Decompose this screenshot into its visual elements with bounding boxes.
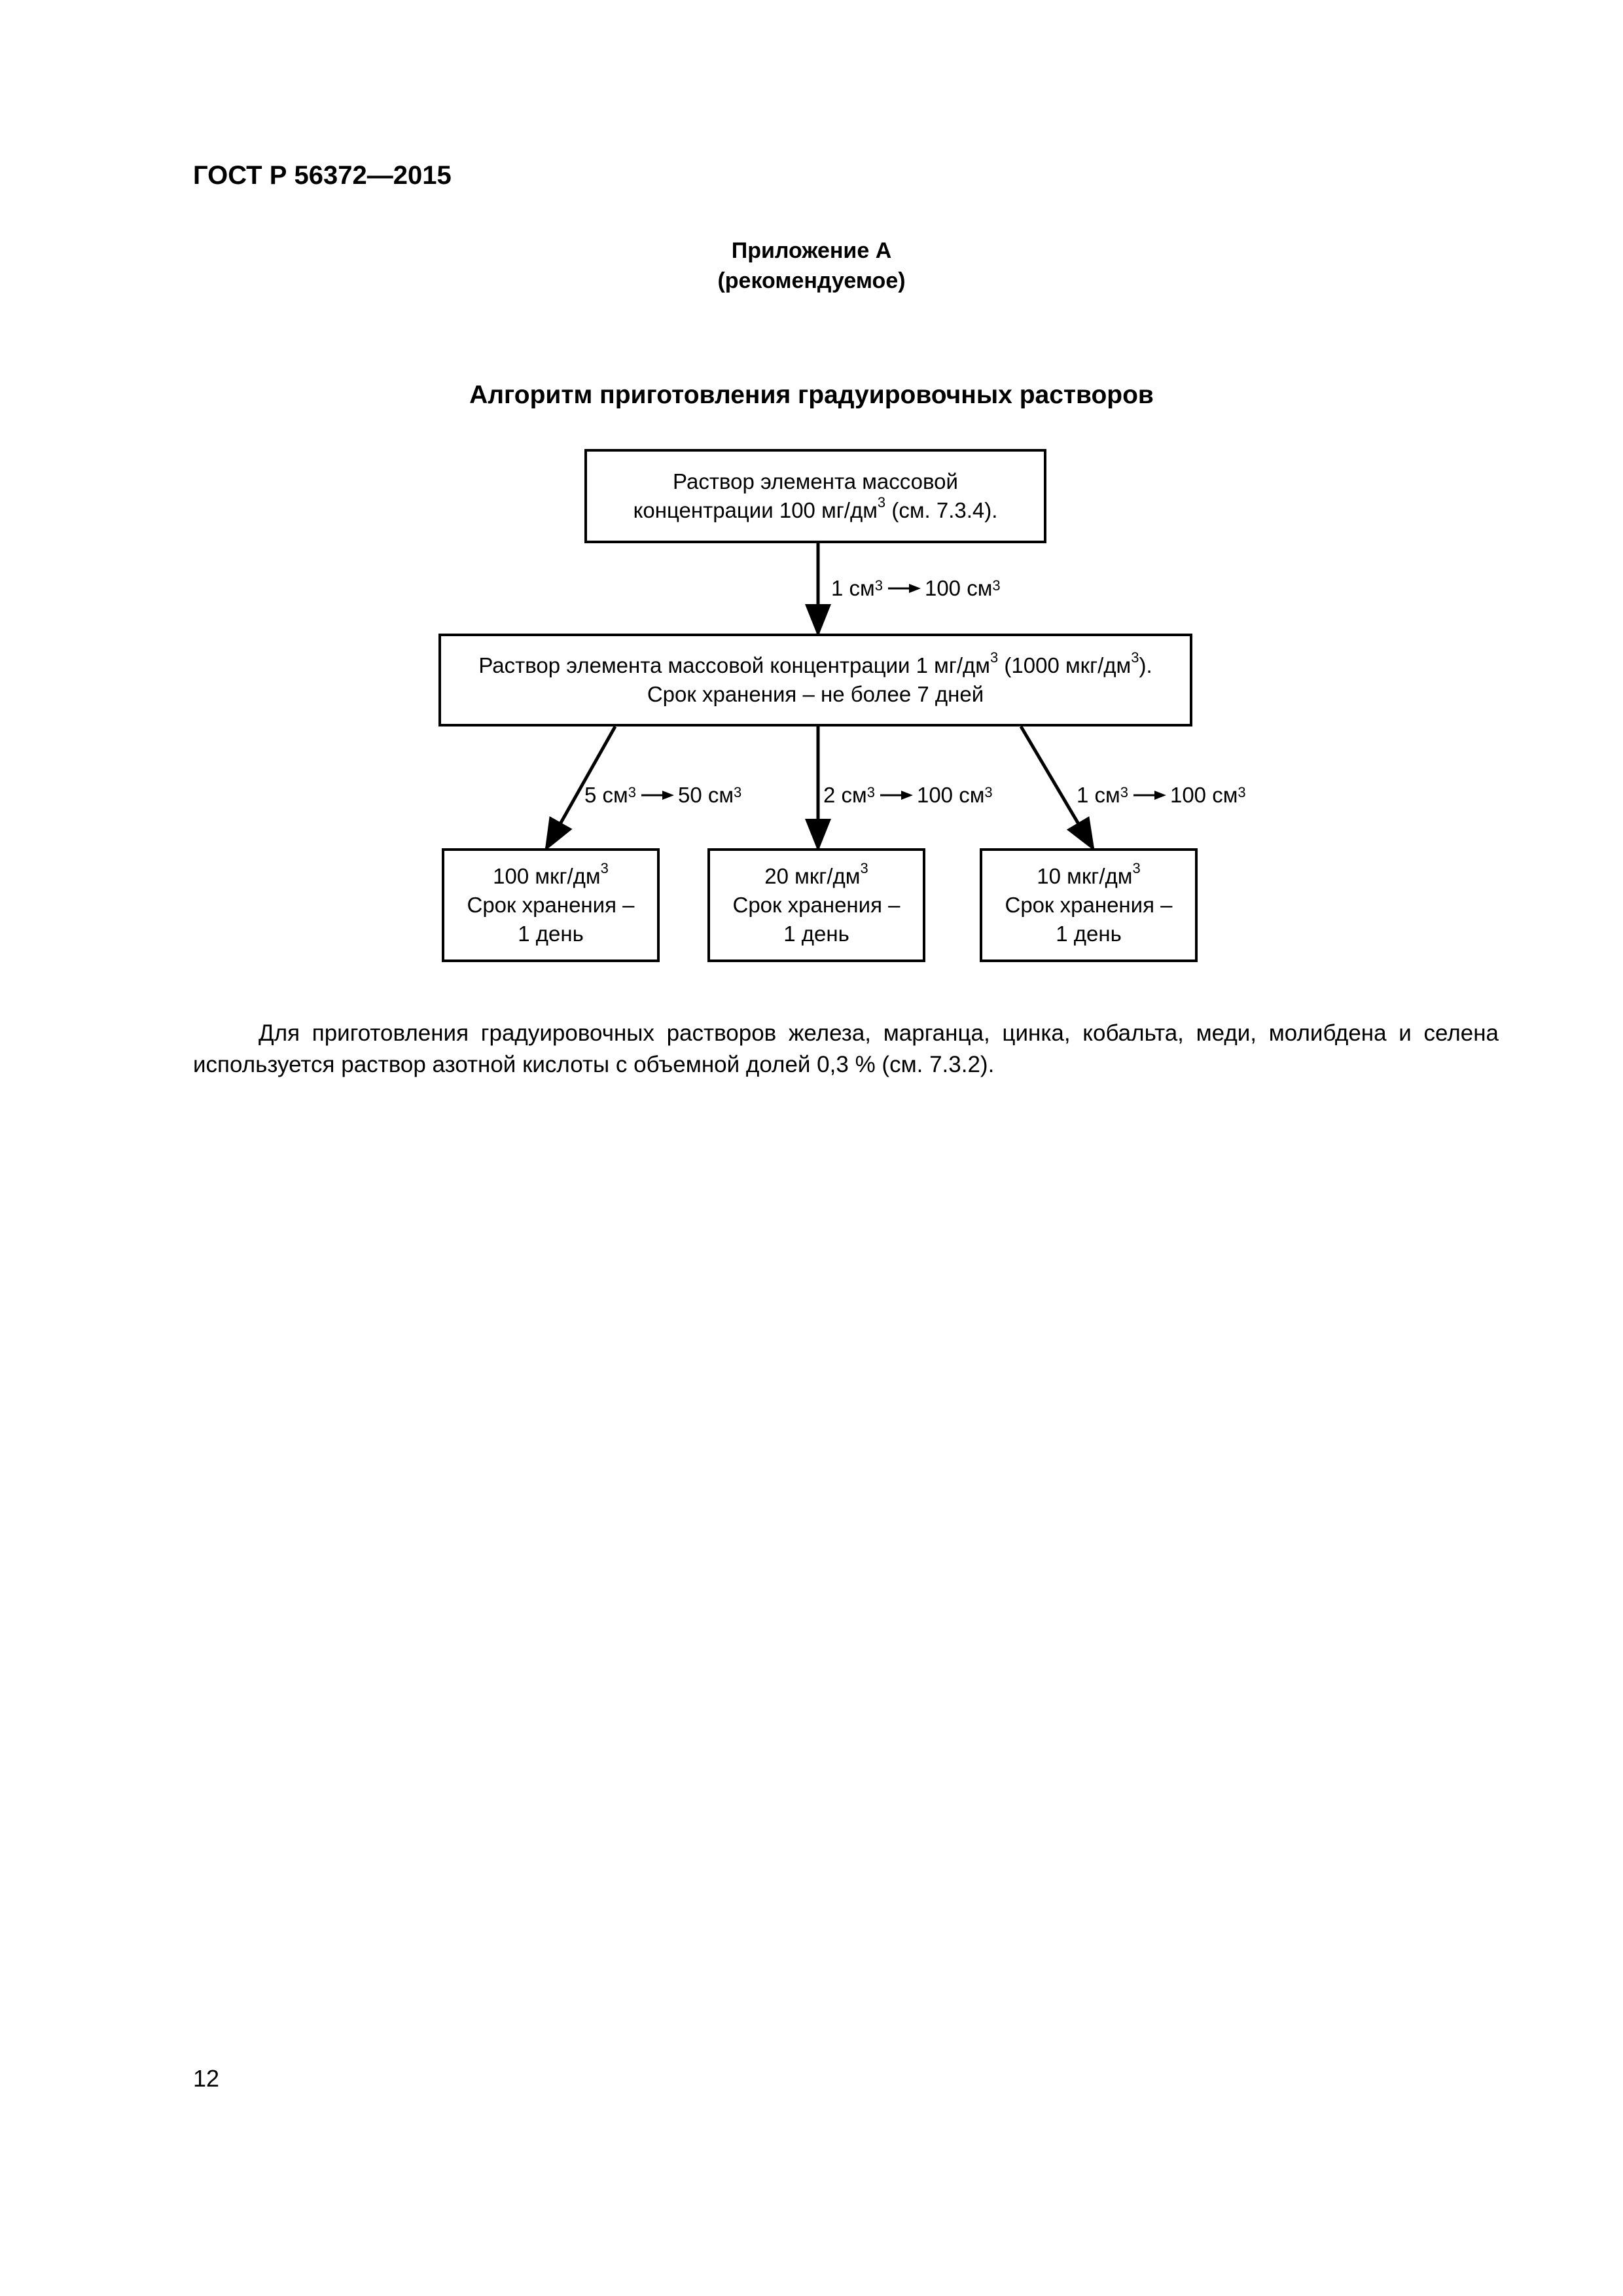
- calibration-box-100: 100 мкг/дм3 Срок хранения – 1 день: [442, 848, 660, 962]
- conc-20: 20 мкг/дм3: [764, 860, 868, 889]
- intermediate-line2: Срок хранения – не более 7 дней: [647, 682, 984, 706]
- right-arrow-icon: [641, 791, 674, 800]
- arrow-mid-to-left: [544, 725, 617, 852]
- storage-label: Срок хранения –: [1005, 893, 1173, 917]
- arrow-mid-to-right: [1019, 725, 1095, 852]
- storage-days: 1 день: [1056, 922, 1122, 946]
- storage-days: 1 день: [783, 922, 849, 946]
- appendix-status: (рекомендуемое): [717, 268, 906, 293]
- stock-line2: концентрации 100 мг/дм3 (см. 7.3.4).: [633, 494, 998, 523]
- intermediate-solution-box: Раствор элемента массовой концентрации 1…: [438, 634, 1192, 726]
- right-arrow-icon: [887, 584, 921, 593]
- intermediate-line1: Раствор элемента массовой концентрации 1…: [478, 649, 1152, 678]
- right-arrow-icon: [880, 791, 913, 800]
- body-paragraph: Для приготовления градуировочных раствор…: [193, 1020, 1499, 1077]
- conc-100: 100 мкг/дм3: [493, 860, 609, 889]
- conc-10: 10 мкг/дм3: [1037, 860, 1141, 889]
- calibration-box-10: 10 мкг/дм3 Срок хранения – 1 день: [980, 848, 1198, 962]
- document-code: ГОСТ Р 56372—2015: [193, 161, 452, 190]
- page-number: 12: [193, 2065, 220, 2092]
- storage-label: Срок хранения –: [732, 893, 901, 917]
- appendix-title: Приложение А: [731, 238, 892, 263]
- stock-solution-box: Раствор элемента массовой концентрации 1…: [584, 449, 1046, 543]
- calibration-box-20: 20 мкг/дм3 Срок хранения – 1 день: [707, 848, 925, 962]
- storage-days: 1 день: [518, 922, 584, 946]
- right-arrow-icon: [1133, 791, 1166, 800]
- diagram-title: Алгоритм приготовления градуировочных ра…: [469, 381, 1154, 409]
- storage-label: Срок хранения –: [467, 893, 635, 917]
- stock-line1: Раствор элемента массовой: [673, 469, 958, 493]
